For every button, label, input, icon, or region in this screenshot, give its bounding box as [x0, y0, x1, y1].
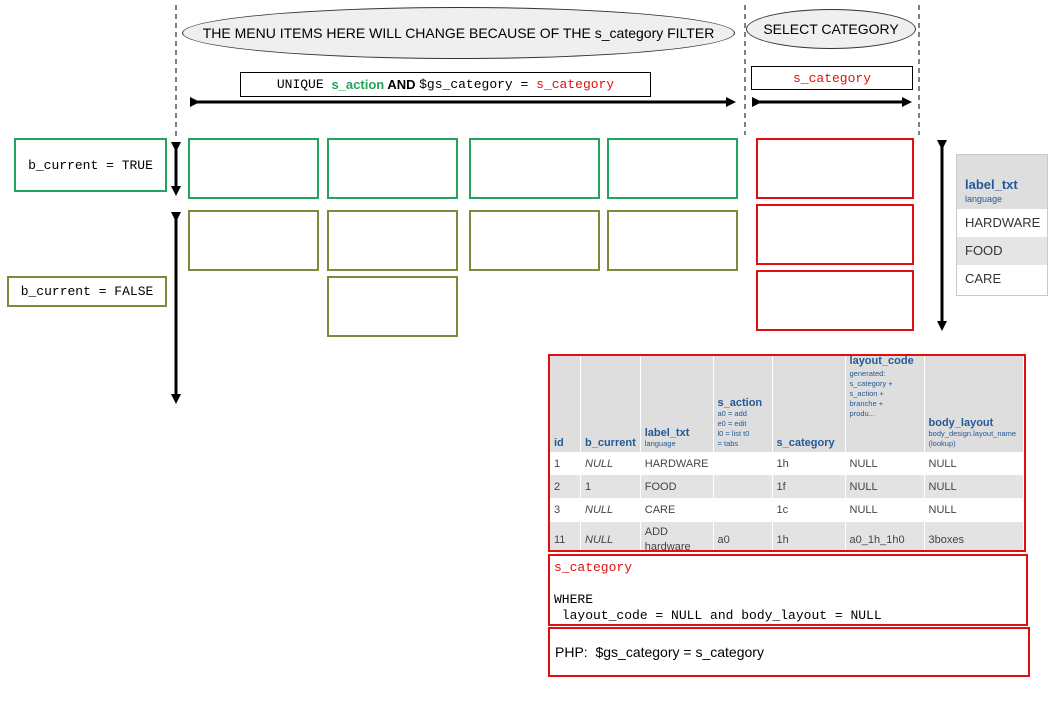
menu-box-other [469, 210, 600, 271]
php-text: PHP: $gs_category = s_category [555, 644, 764, 660]
category-box [756, 270, 914, 331]
table-row: 1 NULL HARDWARE 1h NULL NULL [550, 452, 1024, 475]
category-label: s_category [751, 66, 913, 90]
category-box [756, 138, 914, 199]
unique-text: UNIQUE [276, 77, 332, 92]
menu-note-ellipse: THE MENU ITEMS HERE WILL CHANGE BECAUSE … [182, 7, 735, 59]
code-line-condition: layout_code = NULL and body_layout = NUL… [554, 608, 882, 623]
php-box: PHP: $gs_category = s_category [548, 627, 1030, 677]
label-txt-header: label_txt language [957, 155, 1047, 209]
label-txt-header-title: label_txt [965, 177, 1018, 192]
menu-box-other [607, 210, 738, 271]
col-header: id [550, 356, 581, 452]
menu-box-current [469, 138, 600, 199]
table-row: 11 NULL ADD hardware a0 1h a0_1h_1h0 3bo… [550, 522, 1024, 550]
label-txt-row: HARDWARE [965, 215, 1041, 230]
b-current-false-text: b_current = FALSE [20, 284, 154, 299]
col-header: b_current [580, 356, 641, 452]
b-current-false-label: b_current = FALSE [7, 276, 167, 307]
s-category-text: s_category [536, 77, 615, 92]
label-txt-table: label_txt language HARDWARE FOOD CARE [956, 154, 1048, 296]
table-row: 3 NULL CARE 1c NULL NULL [550, 498, 1024, 522]
code-line-category: s_category [554, 560, 633, 575]
label-txt-row: FOOD [957, 237, 1047, 265]
menu-box-current [327, 138, 458, 199]
menu-box-current [607, 138, 738, 199]
menu-box-current [188, 138, 319, 199]
select-category-ellipse: SELECT CATEGORY [746, 9, 916, 49]
category-label-text: s_category [792, 70, 871, 86]
label-txt-header-sub: language [965, 194, 1003, 204]
menu-box-other [327, 276, 458, 337]
and-text: AND [384, 77, 420, 92]
select-category-text: SELECT CATEGORY [763, 21, 899, 37]
s-action-text: s_action [331, 77, 385, 92]
code-line-where: WHERE [554, 592, 594, 607]
menu-box-other [188, 210, 319, 271]
where-clause-box: s_category WHERE layout_code = NULL and … [548, 554, 1028, 626]
menu-note-text: THE MENU ITEMS HERE WILL CHANGE BECAUSE … [202, 25, 715, 41]
category-box [756, 204, 914, 265]
col-header: s_category [772, 356, 846, 452]
table-row: 2 1 FOOD 1f NULL NULL [550, 475, 1024, 498]
b-current-true-label: b_current = TRUE [14, 138, 167, 192]
gs-category-text: $gs_category = [419, 77, 537, 92]
b-current-true-text: b_current = TRUE [28, 157, 153, 173]
menu-box-other [327, 210, 458, 271]
label-txt-row: CARE [965, 271, 1002, 286]
unique-action-label: UNIQUE s_action AND $gs_category = s_cat… [240, 72, 651, 97]
